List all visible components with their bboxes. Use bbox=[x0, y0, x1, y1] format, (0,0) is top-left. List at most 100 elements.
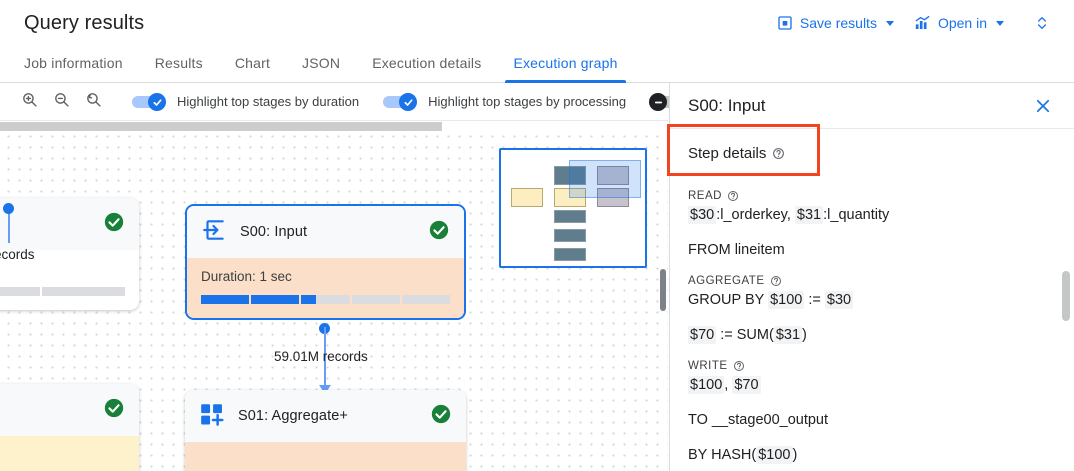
keyword-write: WRITE bbox=[688, 360, 1056, 372]
keyword-label: WRITE bbox=[688, 360, 728, 373]
node-body bbox=[0, 250, 139, 310]
keyword-label: AGGREGATE bbox=[688, 275, 765, 288]
execution-graph-canvas[interactable]: ecords S00: Input Duration: 1 sec bbox=[0, 121, 668, 471]
node-duration bbox=[0, 261, 125, 276]
close-icon[interactable] bbox=[1030, 93, 1056, 119]
unfold-more-icon bbox=[1034, 14, 1050, 32]
input-arrow-icon bbox=[201, 217, 227, 248]
horizontal-scrollbar-thumb[interactable] bbox=[0, 122, 442, 131]
help-circle-icon[interactable] bbox=[727, 190, 739, 202]
help-circle-icon[interactable] bbox=[770, 275, 782, 287]
zoom-controls bbox=[0, 87, 108, 117]
unfold-more-button[interactable] bbox=[1024, 8, 1060, 38]
switch-knob bbox=[399, 93, 418, 111]
panel-title: S00: Input bbox=[688, 95, 766, 115]
keyword-label: READ bbox=[688, 190, 722, 202]
toggle-switch-processing[interactable] bbox=[383, 93, 419, 111]
node-title: S00: Input bbox=[240, 224, 308, 240]
check-circle-icon bbox=[430, 403, 452, 430]
zoom-in-icon bbox=[21, 91, 38, 113]
spacer bbox=[688, 226, 1056, 237]
node-progress-bar bbox=[201, 295, 451, 304]
step-details-heading: Step details bbox=[688, 129, 1056, 176]
tab-execution-details[interactable]: Execution details bbox=[372, 55, 482, 71]
open-in-button[interactable]: Open in bbox=[904, 9, 1014, 37]
graph-minimap[interactable] bbox=[499, 148, 647, 268]
minimap-node bbox=[597, 188, 629, 207]
toggle-label-processing: Highlight top stages by processing bbox=[428, 94, 627, 109]
panel-body: Step details READ $30:l_orderkey, $31:l_… bbox=[670, 129, 1074, 466]
bar-chart-icon bbox=[914, 15, 931, 31]
minimap-node bbox=[554, 229, 586, 242]
progress-segment bbox=[301, 295, 350, 304]
graph-toolbar: Highlight top stages by duration Highlig… bbox=[0, 83, 685, 121]
step-details-panel: S00: Input Step details READ $30:l_order… bbox=[669, 83, 1074, 471]
toggle-highlight-processing[interactable]: Highlight top stages by processing bbox=[383, 93, 627, 111]
tab-job-information[interactable]: Job information bbox=[24, 55, 123, 71]
zoom-out-button[interactable] bbox=[46, 87, 76, 117]
save-results-label: Save results bbox=[799, 15, 877, 31]
statement-sum: $70 := SUM($31) bbox=[688, 326, 807, 345]
save-results-button[interactable]: Save results bbox=[767, 9, 904, 37]
keyword-aggregate: AGGREGATE bbox=[688, 275, 1056, 287]
spacer bbox=[688, 396, 1056, 407]
check-circle-icon bbox=[103, 397, 125, 424]
tab-chart[interactable]: Chart bbox=[234, 55, 271, 71]
graph-node-s00-input[interactable]: S00: Input Duration: 1 sec bbox=[185, 204, 466, 320]
tab-results[interactable]: Results bbox=[154, 55, 203, 71]
toggle-switch-duration[interactable] bbox=[132, 93, 168, 111]
spacer bbox=[688, 431, 1056, 442]
zoom-in-button[interactable] bbox=[14, 87, 44, 117]
switch-knob bbox=[148, 93, 166, 111]
progress-segment bbox=[201, 295, 250, 304]
graph-node-s01-aggregate[interactable]: S01: Aggregate+ bbox=[185, 390, 466, 471]
open-in-label: Open in bbox=[937, 15, 987, 31]
graph-vertical-scrollbar-thumb[interactable] bbox=[660, 269, 666, 311]
tab-bar: Job information Results Chart JSON Execu… bbox=[0, 46, 1074, 83]
switch-knob bbox=[649, 93, 668, 111]
node-body: Duration: 1 sec bbox=[187, 258, 464, 318]
minimap-viewport[interactable] bbox=[569, 160, 641, 198]
statement-group-by: GROUP BY $100 := $30 bbox=[688, 291, 854, 310]
progress-segment bbox=[42, 287, 125, 296]
node-title: S01: Aggregate+ bbox=[238, 408, 348, 424]
tab-json[interactable]: JSON bbox=[302, 55, 341, 71]
node-duration: Duration: 1 sec bbox=[201, 269, 292, 284]
node-header: S00: Input bbox=[187, 206, 464, 258]
tab-execution-graph[interactable]: Execution graph bbox=[497, 55, 633, 83]
chevron-down-icon bbox=[996, 20, 1004, 26]
horizontal-scrollbar[interactable] bbox=[0, 121, 668, 132]
save-disk-icon bbox=[777, 15, 793, 31]
help-circle-icon[interactable] bbox=[772, 147, 785, 160]
edge-arrow-icon bbox=[319, 385, 331, 394]
progress-segment bbox=[0, 287, 40, 296]
minimap-node bbox=[554, 248, 586, 261]
minimap-node bbox=[554, 210, 586, 223]
check-circle-icon bbox=[428, 219, 450, 246]
edge-label-records: 59.01M records bbox=[274, 349, 368, 364]
statement-from: FROM lineitem bbox=[688, 242, 785, 259]
node-header bbox=[0, 384, 139, 436]
edge-dot-left bbox=[3, 203, 14, 214]
panel-vertical-scrollbar-thumb[interactable] bbox=[1062, 271, 1070, 321]
page-title: Query results bbox=[24, 11, 145, 34]
graph-node-partial-lower[interactable] bbox=[0, 384, 139, 471]
minimap-node bbox=[554, 166, 586, 185]
node-header: S01: Aggregate+ bbox=[185, 390, 466, 442]
statement-read-columns: $30:l_orderkey, $31:l_quantity bbox=[688, 206, 890, 224]
minimap-node bbox=[554, 188, 586, 207]
help-circle-icon[interactable] bbox=[733, 360, 745, 372]
check-circle-icon bbox=[103, 211, 125, 238]
toggle-highlight-duration[interactable]: Highlight top stages by duration bbox=[132, 93, 360, 111]
panel-divider bbox=[670, 128, 1074, 129]
statement-write-columns: $100, $70 bbox=[688, 376, 761, 395]
edge-label-clipped: ecords bbox=[0, 247, 35, 262]
statement-by-hash: BY HASH($100) bbox=[688, 446, 798, 465]
graph-node-partial-upper[interactable] bbox=[0, 198, 139, 310]
zoom-reset-button[interactable] bbox=[78, 87, 108, 117]
node-body bbox=[185, 442, 466, 471]
chevron-down-icon bbox=[885, 20, 894, 26]
page-header: Query results Save results bbox=[0, 0, 1074, 46]
toggle-label-duration: Highlight top stages by duration bbox=[177, 94, 360, 109]
statement-to: TO __stage00_output bbox=[688, 412, 829, 429]
